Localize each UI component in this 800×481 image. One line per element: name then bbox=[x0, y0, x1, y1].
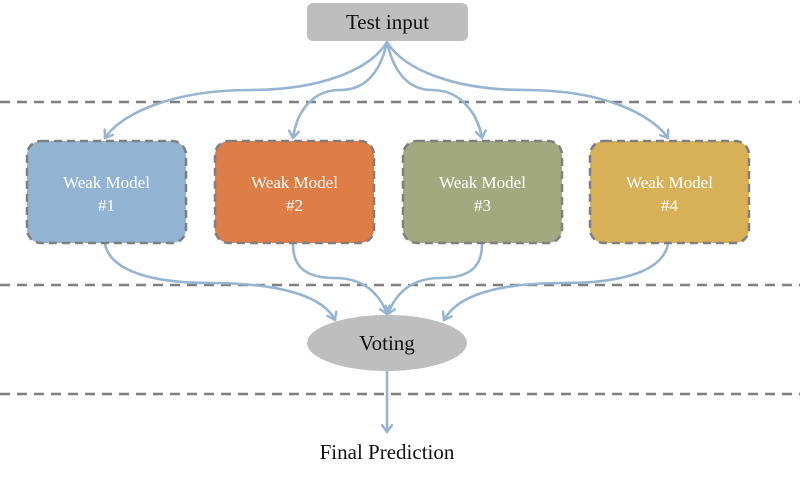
arrow-input-to-model-4 bbox=[385, 40, 670, 140]
arrow-input-to-model-2 bbox=[293, 40, 389, 140]
weak-model-4-box: Weak Model #4 bbox=[588, 139, 751, 245]
test-input-label: Test input bbox=[346, 10, 429, 34]
weak-model-2-box: Weak Model #2 bbox=[213, 139, 376, 245]
weak-model-4-rect bbox=[588, 139, 751, 245]
voting-label: Voting bbox=[359, 331, 415, 355]
weak-model-4-number: #4 bbox=[661, 196, 679, 215]
weak-model-4-title: Weak Model bbox=[626, 173, 713, 192]
arrow-model-2-to-voting bbox=[291, 242, 387, 316]
test-input-node: Test input bbox=[307, 3, 468, 41]
weak-model-2-rect bbox=[213, 139, 376, 245]
arrow-model-4-to-voting bbox=[444, 242, 670, 322]
arrow-input-to-model-1 bbox=[105, 40, 389, 140]
weak-model-3-title: Weak Model bbox=[439, 173, 526, 192]
weak-model-1-number: #1 bbox=[98, 196, 115, 215]
arrow-model-1-to-voting bbox=[103, 242, 335, 322]
weak-model-3-box: Weak Model #3 bbox=[401, 139, 564, 245]
weak-model-1-rect bbox=[25, 139, 188, 245]
weak-model-2-number: #2 bbox=[286, 196, 303, 215]
weak-model-1-box: Weak Model #1 bbox=[25, 139, 188, 245]
arrow-input-to-model-3 bbox=[385, 40, 482, 140]
voting-node: Voting bbox=[307, 315, 467, 371]
arrow-model-3-to-voting bbox=[388, 242, 484, 316]
weak-model-3-number: #3 bbox=[474, 196, 491, 215]
final-prediction-label: Final Prediction bbox=[320, 440, 455, 464]
weak-model-3-rect bbox=[401, 139, 564, 245]
weak-model-1-title: Weak Model bbox=[63, 173, 150, 192]
weak-model-2-title: Weak Model bbox=[251, 173, 338, 192]
